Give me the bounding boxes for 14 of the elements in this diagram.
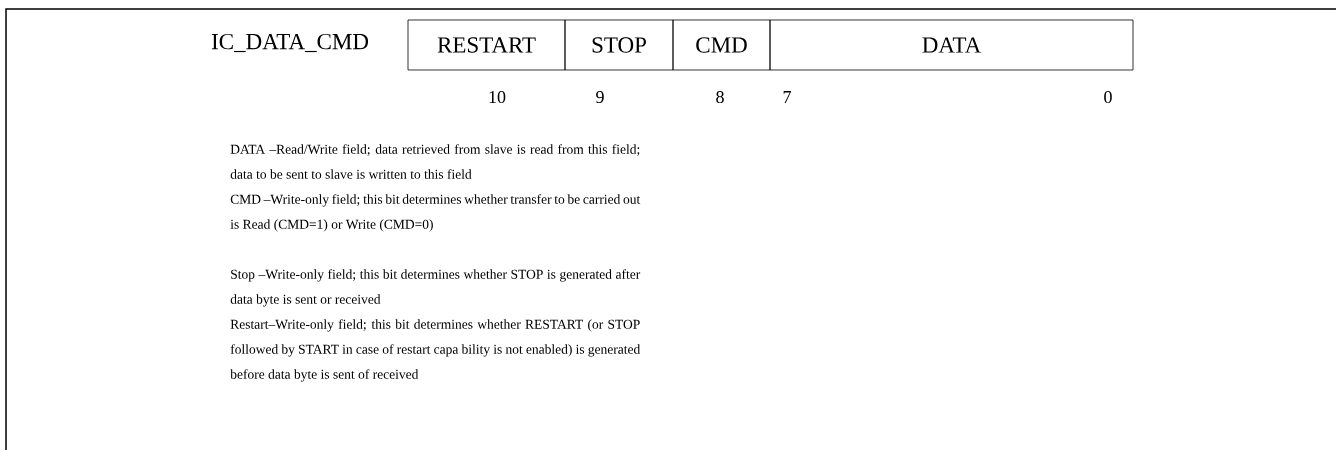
register-field: CMD xyxy=(672,19,771,71)
register-field: DATA xyxy=(769,19,1134,71)
bit-number: 9 xyxy=(596,90,604,104)
description-paragraph: CMD –Write-only field; this bit determines whether transfer to be carried out is Read (CMD=1) or Write (CMD=0) xyxy=(230,194,641,232)
bit-number: 10 xyxy=(489,90,506,104)
bit-number: 8 xyxy=(716,90,724,104)
register-name: IC_DATA_CMD xyxy=(211,33,369,53)
description-paragraph: DATA –Read/Write field; data retrieved from slave is read from this field; data to be sent to slave is written to this field xyxy=(230,144,640,179)
register-field: STOP xyxy=(564,19,674,71)
bit-number: 0 xyxy=(1104,90,1112,104)
description-paragraph: Restart–Write-only field; this bit determines whether RESTART (or STOP followed by START in case of restart capa bility is not enabled) is generated before data byte is sent of received xyxy=(230,319,641,382)
description-paragraph: Stop –Write-only field; this bit determines whether STOP is generated after data byte is sent or received xyxy=(230,269,641,307)
bit-number: 7 xyxy=(783,91,791,103)
register-field: RESTART xyxy=(407,19,566,71)
